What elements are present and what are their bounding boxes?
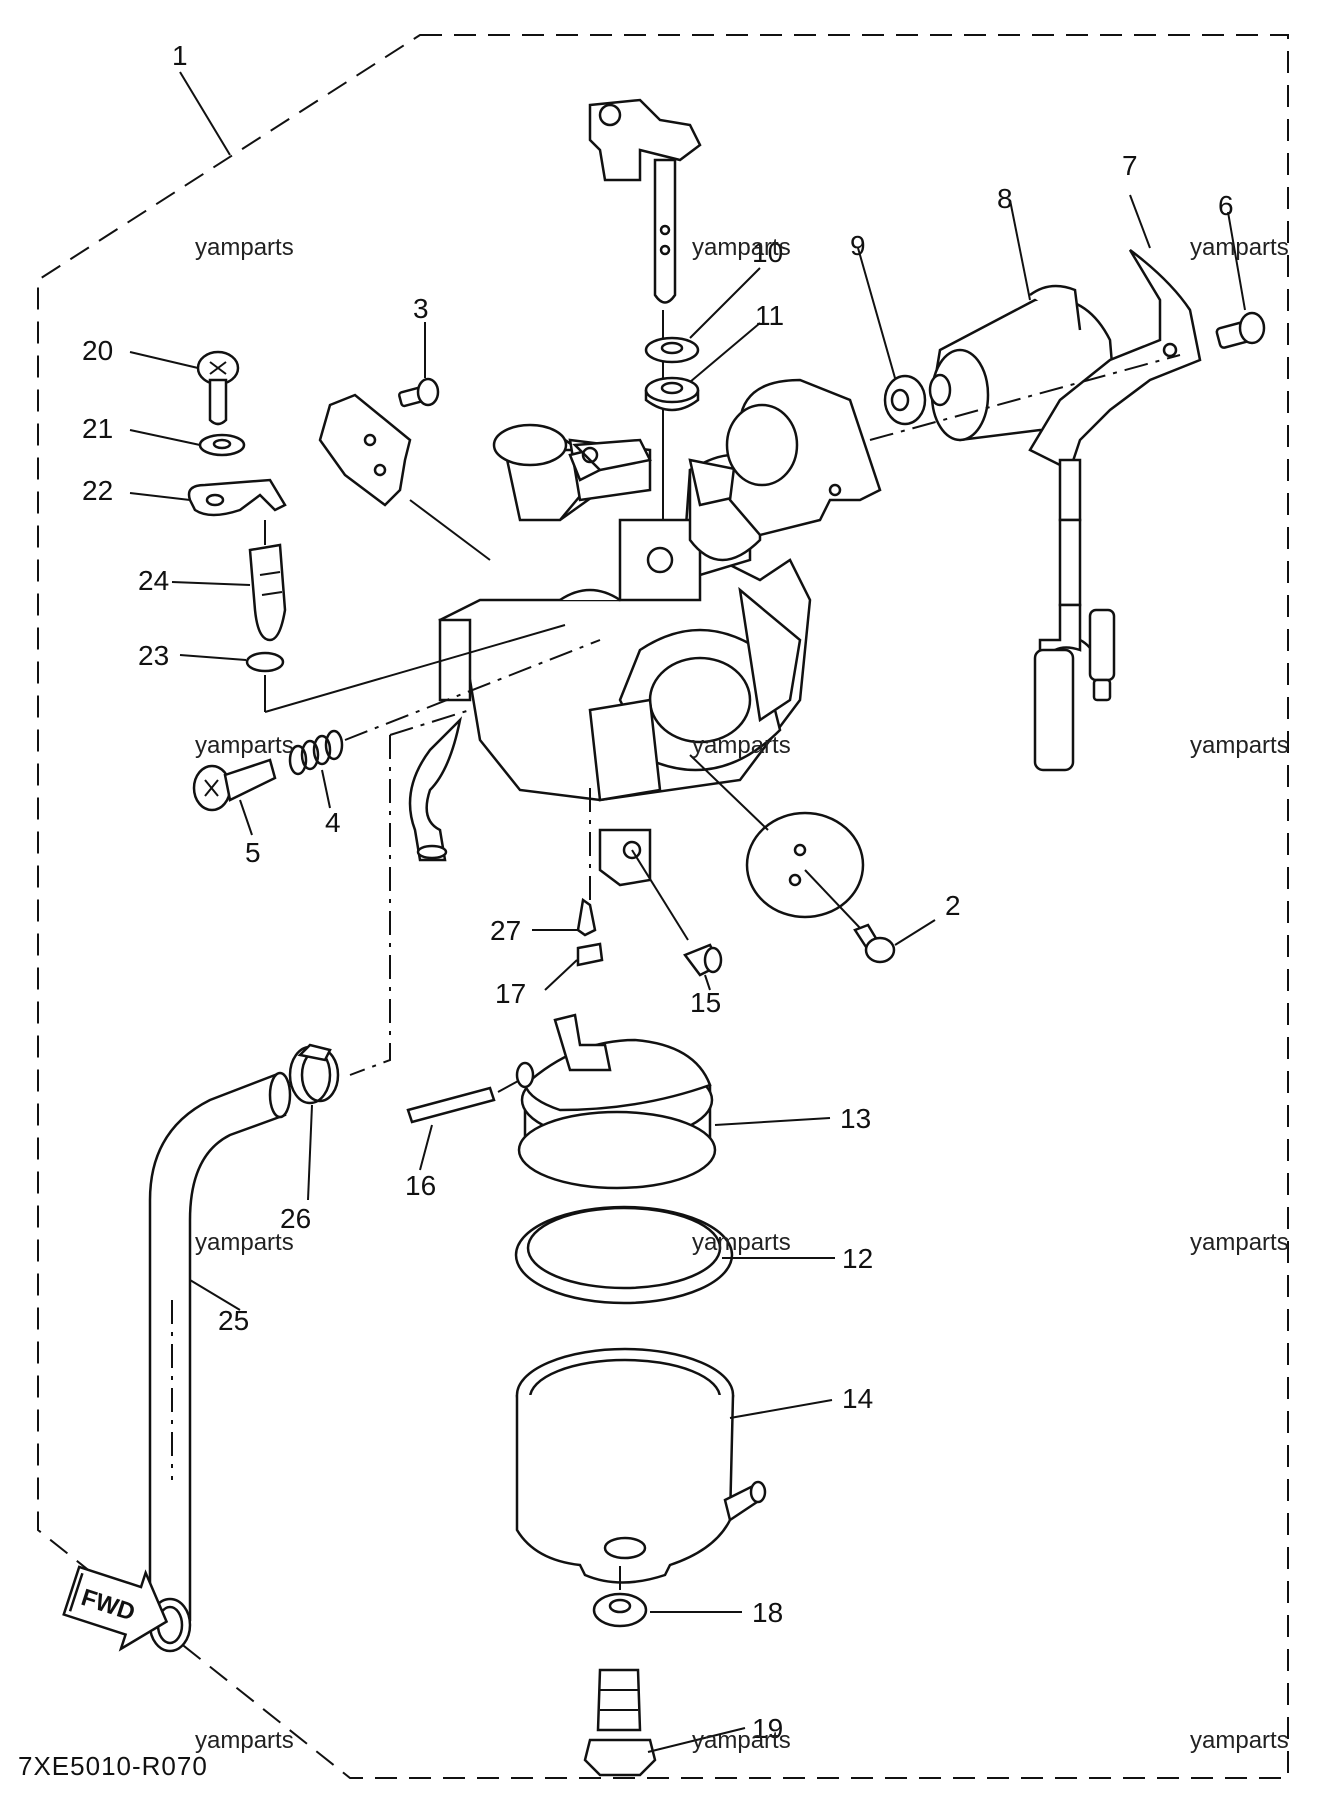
callout-12: 12 xyxy=(842,1243,873,1274)
o-ring-23 xyxy=(245,651,285,673)
callout-15: 15 xyxy=(690,987,721,1018)
screw-20 xyxy=(196,350,240,426)
screw-15 xyxy=(683,943,723,977)
carburetor-body xyxy=(438,435,812,887)
callout-27: 27 xyxy=(490,915,521,946)
callout-11: 11 xyxy=(755,300,784,331)
callout-14: 14 xyxy=(842,1383,873,1414)
callout-21: 21 xyxy=(82,413,113,444)
callout-16: 16 xyxy=(405,1170,436,1201)
connector-male xyxy=(1033,648,1075,772)
drain-screw-19 xyxy=(583,1668,657,1777)
fuel-hose-25 xyxy=(148,1071,292,1653)
screw-6 xyxy=(1215,311,1266,349)
callout-23: 23 xyxy=(138,640,169,671)
seat-17 xyxy=(576,942,604,967)
callout-5: 5 xyxy=(245,837,261,868)
screw-5 xyxy=(192,758,277,812)
plate-22 xyxy=(187,478,287,517)
watermark: yamparts xyxy=(692,234,791,261)
watermark: yamparts xyxy=(1190,1229,1289,1256)
watermark: yamparts xyxy=(692,1229,791,1256)
watermark: yamparts xyxy=(195,234,294,261)
callout-1: 1 xyxy=(172,40,188,71)
callout-4: 4 xyxy=(325,807,341,838)
watermark: yamparts xyxy=(692,1727,791,1754)
callout-20: 20 xyxy=(82,335,113,366)
watermark: yamparts xyxy=(195,1229,294,1256)
wire-harness xyxy=(1058,458,1082,522)
washer-10 xyxy=(644,336,700,364)
callout-13: 13 xyxy=(840,1103,871,1134)
callout-6: 6 xyxy=(1218,190,1234,221)
spacer-9 xyxy=(883,374,927,426)
spring-4 xyxy=(288,729,344,776)
callout-10: 10 xyxy=(752,237,783,268)
float-bowl-14 xyxy=(515,1347,767,1584)
pin-16 xyxy=(406,1086,496,1124)
callout-19: 19 xyxy=(752,1713,783,1744)
callout-2: 2 xyxy=(945,890,961,921)
fwd-arrow: FWD xyxy=(62,1565,169,1652)
throttle-shaft xyxy=(588,98,702,304)
cover-plate xyxy=(318,393,412,507)
plug-18 xyxy=(592,1592,648,1628)
screw-3 xyxy=(397,377,440,408)
fuel-route xyxy=(349,735,391,1076)
callout-9: 9 xyxy=(850,230,866,261)
callout-25: 25 xyxy=(218,1305,249,1336)
callout-3: 3 xyxy=(413,293,429,324)
pilot-jet-24 xyxy=(248,543,287,642)
needle-27 xyxy=(576,897,597,937)
mounting-boss xyxy=(725,378,882,537)
connector-female xyxy=(1088,608,1116,682)
washer-21 xyxy=(198,433,246,457)
watermark: yamparts xyxy=(195,1727,294,1754)
choke-plate xyxy=(745,811,865,919)
assembly-boundary xyxy=(37,34,1289,1779)
watermark: yamparts xyxy=(692,732,791,759)
callout-7: 7 xyxy=(1122,150,1138,181)
watermark: yamparts xyxy=(195,732,294,759)
callout-22: 22 xyxy=(82,475,113,506)
drawing-code: 7XE5010-R070 xyxy=(18,1751,208,1781)
watermark: yamparts xyxy=(1190,1727,1289,1754)
callout-8: 8 xyxy=(997,183,1013,214)
callout-24: 24 xyxy=(138,565,169,596)
clamp-26 xyxy=(288,1043,340,1105)
watermark: yamparts xyxy=(1190,234,1289,261)
bracket-7 xyxy=(1028,249,1202,472)
screw-2 xyxy=(853,923,896,964)
watermark: yamparts xyxy=(1190,732,1289,759)
callout-17: 17 xyxy=(495,978,526,1009)
float-13 xyxy=(515,1013,717,1190)
callout-26: 26 xyxy=(280,1203,311,1234)
callout-18: 18 xyxy=(752,1597,783,1628)
leader-1 xyxy=(179,71,231,156)
